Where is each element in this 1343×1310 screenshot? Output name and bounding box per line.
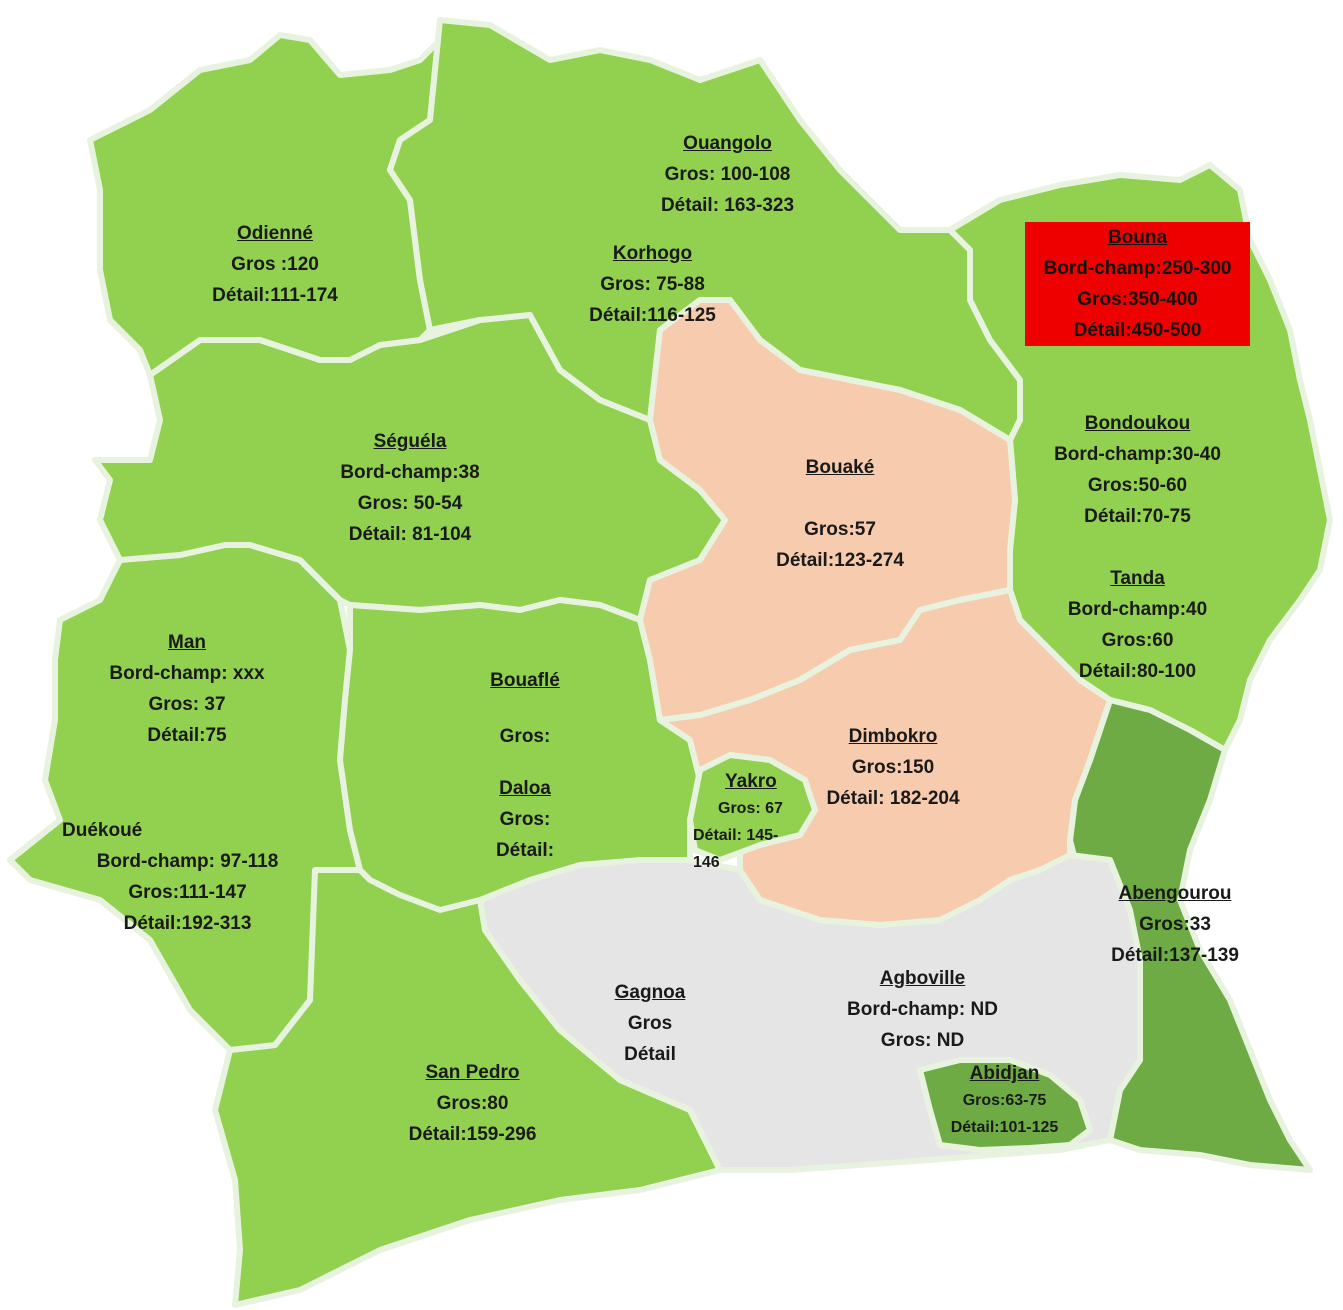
label-abengourou: Abengourou Gros:33 Détail:137-139	[1095, 878, 1255, 971]
label-bouafle: Bouaflé Gros:	[475, 665, 575, 752]
region-name: Séguéla	[373, 431, 447, 452]
label-agboville: Agboville Bord-champ: ND Gros: ND	[830, 963, 1015, 1056]
region-name: Agboville	[879, 968, 966, 989]
region-name: Yakro	[725, 771, 777, 792]
detail-value: Détail: 182-204	[826, 788, 960, 809]
gros-value: Gros: 67	[718, 800, 783, 817]
bord-champ-value: Bord-champ: 97-118	[96, 851, 279, 872]
bord-champ-value: Bord-champ: xxx	[109, 663, 265, 684]
label-bouake: Bouaké Gros:57 Détail:123-274	[760, 452, 920, 576]
gros-value: Gros:80	[436, 1093, 509, 1114]
label-daloa: Daloa Gros: Détail:	[475, 773, 575, 866]
detail-value: Détail	[624, 1044, 676, 1065]
detail-value: Détail:75	[147, 725, 227, 746]
region-name: Abengourou	[1118, 883, 1232, 904]
bord-champ-value: Bord-champ:40	[1067, 599, 1208, 620]
region-name: Bouaflé	[490, 670, 560, 691]
detail-value: Détail:192-313	[123, 913, 252, 934]
region-name: Tanda	[1110, 568, 1165, 589]
region-man-duekoue[interactable]	[7, 542, 363, 1053]
bord-champ-value: Bord-champ: ND	[847, 999, 998, 1020]
detail-value: Détail:101-125	[950, 1119, 1059, 1136]
label-abidjan: Abidjan Gros:63-75 Détail:101-125	[932, 1060, 1077, 1141]
region-name: Dimbokro	[848, 726, 938, 747]
bord-champ-value: Bord-champ:38	[340, 462, 480, 483]
gros-value: Gros:60	[1101, 630, 1174, 651]
gros-value: Gros:50-60	[1087, 475, 1188, 496]
label-duekoue-name: Duékoué	[62, 815, 162, 846]
gros-value: Gros:	[499, 809, 551, 830]
detail-value: Détail:450-500	[1071, 315, 1204, 346]
gros-value: Gros:150	[851, 757, 935, 778]
gros-value: Gros:57	[804, 519, 876, 540]
region-yakro[interactable]	[687, 752, 818, 863]
gros-value: Gros: 100-108	[664, 164, 791, 185]
detail-value: Détail:137-139	[1111, 945, 1239, 966]
gros-value: Gros:111-147	[128, 882, 247, 903]
region-name: Bouna	[1105, 222, 1170, 253]
gros-value: Gros: 75-88	[600, 274, 705, 295]
region-name: Abidjan	[969, 1063, 1040, 1084]
detail-value: Détail:80-100	[1078, 661, 1197, 682]
gros-value: Gros	[627, 1013, 673, 1034]
gros-value: Gros:350-400	[1075, 284, 1200, 315]
region-name: Man	[168, 632, 206, 653]
region-name: San Pedro	[425, 1062, 520, 1083]
region-name: Bondoukou	[1084, 413, 1191, 434]
gros-value: Gros: ND	[880, 1030, 965, 1051]
gros-value: Gros:63-75	[962, 1092, 1047, 1109]
detail-value: Détail:159-296	[408, 1124, 537, 1145]
detail-value: Détail:123-274	[776, 550, 904, 571]
label-man: Man Bord-champ: xxx Gros: 37 Détail:75	[97, 627, 277, 751]
region-bouafle-daloa[interactable]	[337, 597, 703, 913]
region-odienne[interactable]	[87, 17, 443, 378]
label-yakro: Yakro Gros: 67 Détail: 145- 146	[690, 768, 820, 876]
detail-value-cont: 146	[693, 854, 720, 871]
bord-champ-value: Bord-champ:30-40	[1054, 444, 1221, 465]
gros-value: Gros:	[499, 726, 551, 747]
label-dimbokro: Dimbokro Gros:150 Détail: 182-204	[808, 721, 978, 814]
label-ouangolo: Ouangolo Gros: 100-108 Détail: 163-323	[640, 128, 815, 221]
label-san-pedro: San Pedro Gros:80 Détail:159-296	[390, 1057, 555, 1150]
region-name: Ouangolo	[683, 133, 772, 154]
detail-value: Détail:116-125	[589, 305, 716, 326]
region-name: Odienné	[236, 223, 313, 244]
label-bouna: Bouna Bord-champ:250-300 Gros:350-400 Dé…	[1025, 222, 1250, 346]
detail-value: Détail:	[495, 840, 555, 861]
region-name: Gagnoa	[614, 982, 686, 1003]
detail-value: Détail:111-174	[212, 285, 338, 306]
region-name: Korhogo	[612, 243, 693, 264]
label-bondoukou: Bondoukou Bord-champ:30-40 Gros:50-60 Dé…	[1025, 408, 1250, 532]
detail-value: Détail: 81-104	[348, 524, 472, 545]
detail-value: Détail:70-75	[1084, 506, 1191, 527]
bord-champ-value: Bord-champ:250-300	[1041, 253, 1234, 284]
gros-value: Gros :120	[231, 254, 319, 275]
label-korhogo: Korhogo Gros: 75-88 Détail:116-125	[570, 238, 735, 331]
region-name: Daloa	[499, 778, 551, 799]
gros-value: Gros: 37	[148, 694, 226, 715]
label-gagnoa: Gagnoa Gros Détail	[595, 977, 705, 1070]
label-seguela: Séguéla Bord-champ:38 Gros: 50-54 Détail…	[320, 426, 500, 550]
region-name: Duékoué	[62, 820, 143, 841]
label-duekoue: Bord-champ: 97-118 Gros:111-147 Détail:1…	[80, 846, 295, 939]
label-odienne: Odienné Gros :120 Détail:111-174	[195, 218, 355, 311]
region-name: Bouaké	[805, 457, 875, 478]
gros-value: Gros: 50-54	[357, 493, 463, 514]
region-abidjan[interactable]	[917, 1057, 1093, 1153]
detail-value: Détail: 163-323	[660, 195, 795, 216]
detail-value: Détail: 145-	[693, 827, 779, 844]
gros-value: Gros:33	[1139, 914, 1211, 935]
label-tanda: Tanda Bord-champ:40 Gros:60 Détail:80-10…	[1050, 563, 1225, 687]
